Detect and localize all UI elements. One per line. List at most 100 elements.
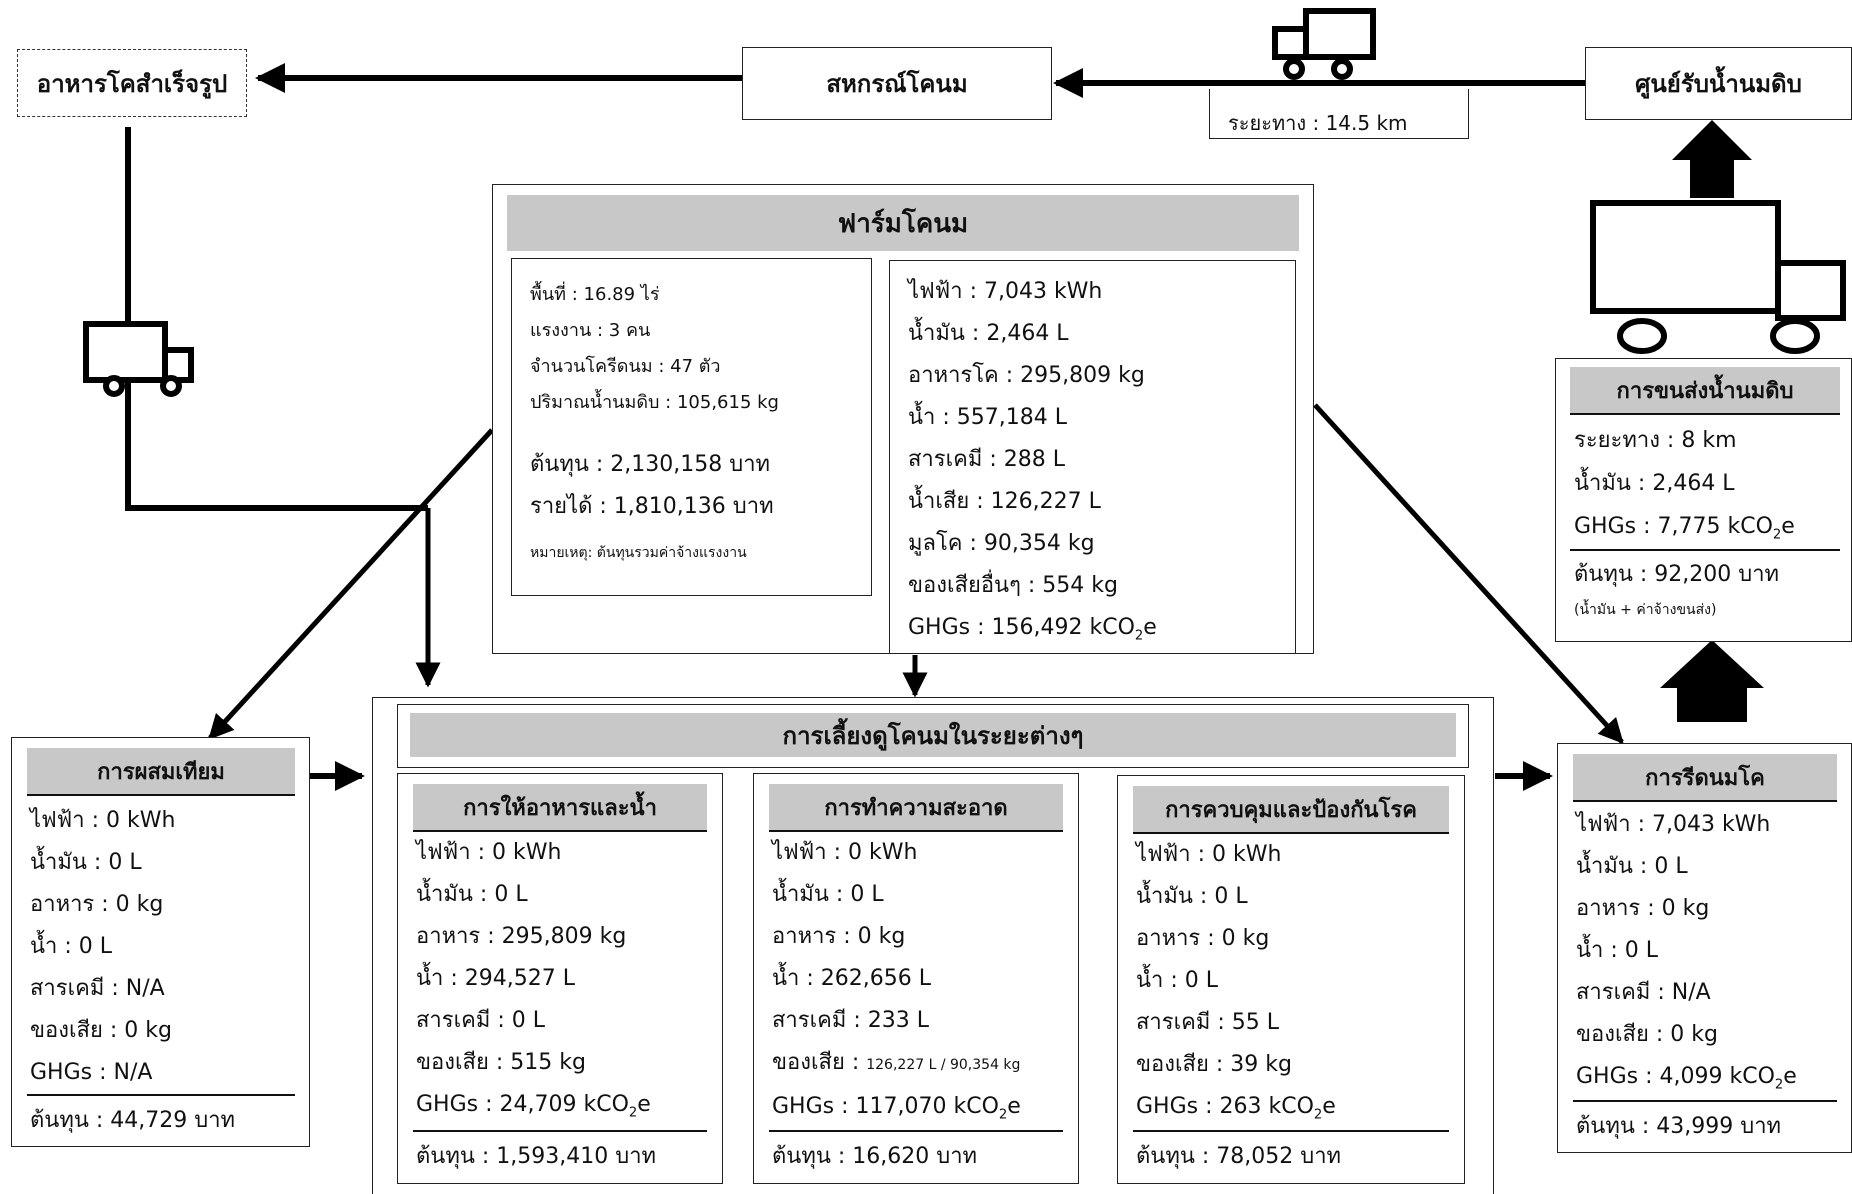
- feed-supply-line: [125, 127, 428, 511]
- milking-title: การรีดนมโค: [1573, 754, 1837, 802]
- transport-title-text: การขนส่งน้ำนมดิบ: [1616, 378, 1794, 404]
- milking-divider: [1573, 1100, 1837, 1102]
- insemination-title: การผสมเทียม: [27, 748, 295, 796]
- cleaning-ghg: GHGs : 117,070 kCO2e: [772, 1094, 1021, 1123]
- disease-title: การควบคุมและป้องกันโรค: [1133, 786, 1449, 834]
- distance-box: ระยะทาง : 14.5 km: [1209, 89, 1469, 139]
- cleaning-oil: น้ำมัน : 0 L: [772, 882, 884, 907]
- farm-other-waste: ของเสียอื่นๆ : 554 kg: [908, 573, 1118, 598]
- feeding-ghg: GHGs : 24,709 kCO2e: [416, 1092, 651, 1121]
- feeding-water: น้ำ : 294,527 L: [416, 966, 576, 991]
- milking-chemical: สารเคมี : N/A: [1576, 980, 1711, 1005]
- farm-finance-list: ต้นทุน : 2,130,158 บาท รายได้ : 1,810,13…: [530, 444, 774, 528]
- insemination-electricity: ไฟฟ้า : 0 kWh: [30, 808, 176, 833]
- feeding-feed: อาหาร : 295,809 kg: [416, 924, 627, 949]
- disease-electricity: ไฟฟ้า : 0 kWh: [1136, 842, 1282, 867]
- transport-cost-note-text: (น้ำมัน + ค่าจ้างขนส่ง): [1574, 602, 1717, 618]
- cleaning-box: การทำความสะอาด ไฟฟ้า : 0 kWh น้ำมัน : 0 …: [753, 773, 1079, 1184]
- cleaning-cost: ต้นทุน : 16,620 บาท: [772, 1136, 977, 1178]
- milking-ghg: GHGs : 4,099 kCO2e: [1576, 1064, 1797, 1093]
- farm-cows: จำนวนโครีดนม : 47 ตัว: [530, 356, 721, 377]
- milking-waste: ของเสีย : 0 kg: [1576, 1022, 1718, 1047]
- insemination-feed: อาหาร : 0 kg: [30, 892, 164, 917]
- milking-cost-text: ต้นทุน : 43,999 บาท: [1576, 1114, 1782, 1139]
- truck-icon: [1590, 200, 1846, 354]
- arrow-farm-to-insemination: [208, 428, 494, 740]
- farm-cost: ต้นทุน : 2,130,158 บาท: [530, 452, 771, 477]
- farm-info-list: พื้นที่ : 16.89 ไร่ แรงงาน : 3 คน จำนวนโ…: [530, 277, 779, 421]
- farm-title: ฟาร์มโคนม: [507, 195, 1299, 251]
- farm-oil: น้ำมัน : 2,464 L: [908, 321, 1069, 346]
- transport-ghg: GHGs : 7,775 kCO2e: [1574, 514, 1795, 543]
- cleaning-feed: อาหาร : 0 kg: [772, 924, 906, 949]
- farm-title-text: ฟาร์มโคนม: [837, 208, 969, 239]
- cleaning-water: น้ำ : 262,656 L: [772, 966, 932, 991]
- disease-chemical: สารเคมี : 55 L: [1136, 1010, 1279, 1035]
- insemination-chemical: สารเคมี : N/A: [30, 976, 165, 1001]
- milking-oil: น้ำมัน : 0 L: [1576, 854, 1688, 879]
- collection-center-label: ศูนย์รับน้ำนมดิบ: [1635, 70, 1802, 98]
- disease-cost-text: ต้นทุน : 78,052 บาท: [1136, 1144, 1342, 1169]
- disease-divider: [1133, 1130, 1449, 1132]
- feeding-electricity: ไฟฟ้า : 0 kWh: [416, 840, 562, 865]
- disease-cost: ต้นทุน : 78,052 บาท: [1136, 1136, 1341, 1178]
- disease-water: น้ำ : 0 L: [1136, 968, 1219, 993]
- coop-node: สหกรณ์โคนม: [742, 47, 1052, 120]
- farm-electricity: ไฟฟ้า : 7,043 kWh: [908, 279, 1103, 304]
- milking-list: ไฟฟ้า : 7,043 kWh น้ำมัน : 0 L อาหาร : 0…: [1576, 804, 1797, 1106]
- transport-divider: [1570, 549, 1840, 551]
- milking-electricity: ไฟฟ้า : 7,043 kWh: [1576, 812, 1771, 837]
- arrow-up-icon: [1660, 640, 1764, 722]
- disease-box: การควบคุมและป้องกันโรค ไฟฟ้า : 0 kWh น้ำ…: [1117, 775, 1465, 1184]
- truck-icon: [1272, 8, 1376, 80]
- feeding-oil: น้ำมัน : 0 L: [416, 882, 528, 907]
- insemination-cost-text: ต้นทุน : 44,729 บาท: [30, 1108, 236, 1133]
- feeding-title-text: การให้อาหารและน้ำ: [463, 795, 657, 821]
- transport-title: การขนส่งน้ำนมดิบ: [1570, 367, 1840, 415]
- farm-manure: มูลโค : 90,354 kg: [908, 531, 1095, 556]
- disease-list: ไฟฟ้า : 0 kWh น้ำมัน : 0 L อาหาร : 0 kg …: [1136, 834, 1336, 1136]
- feeding-title: การให้อาหารและน้ำ: [413, 784, 707, 832]
- milking-water: น้ำ : 0 L: [1576, 938, 1659, 963]
- feeding-chemical: สารเคมี : 0 L: [416, 1008, 545, 1033]
- farm-revenue: รายได้ : 1,810,136 บาท: [530, 494, 774, 519]
- coop-label: สหกรณ์โคนม: [826, 70, 968, 98]
- feeding-box: การให้อาหารและน้ำ ไฟฟ้า : 0 kWh น้ำมัน :…: [397, 773, 723, 1184]
- feeding-cost: ต้นทุน : 1,593,410 บาท: [416, 1136, 656, 1178]
- truck-icon: [83, 321, 194, 397]
- farm-area: พื้นที่ : 16.89 ไร่: [530, 284, 660, 305]
- disease-feed: อาหาร : 0 kg: [1136, 926, 1270, 951]
- cleaning-chemical: สารเคมี : 233 L: [772, 1008, 929, 1033]
- transport-cost-text: ต้นทุน : 92,200 บาท: [1574, 562, 1780, 587]
- arrow-up-icon: [1672, 120, 1752, 198]
- farm-water: น้ำ : 557,184 L: [908, 405, 1068, 430]
- insemination-ghg: GHGs : N/A: [30, 1060, 153, 1085]
- farm-inputs-list: ไฟฟ้า : 7,043 kWh น้ำมัน : 2,464 L อาหาร…: [908, 271, 1157, 657]
- cleaning-list: ไฟฟ้า : 0 kWh น้ำมัน : 0 L อาหาร : 0 kg …: [772, 832, 1021, 1136]
- ready-feed-label: อาหารโคสำเร็จรูป: [36, 69, 228, 98]
- farm-wastewater: น้ำเสีย : 126,227 L: [908, 489, 1101, 514]
- rearing-header-frame: การเลี้ยงดูโคนมในระยะต่างๆ: [397, 704, 1469, 768]
- disease-title-text: การควบคุมและป้องกันโรค: [1165, 797, 1417, 823]
- transport-cost: ต้นทุน : 92,200 บาท: [1574, 555, 1779, 595]
- farm-labor: แรงงาน : 3 คน: [530, 320, 651, 341]
- feeding-cost-text: ต้นทุน : 1,593,410 บาท: [416, 1144, 657, 1169]
- farm-ghg: GHGs : 156,492 kCO2e: [908, 615, 1157, 644]
- milking-feed: อาหาร : 0 kg: [1576, 896, 1710, 921]
- cleaning-electricity: ไฟฟ้า : 0 kWh: [772, 840, 918, 865]
- arrow-farm-to-milking: [1313, 403, 1624, 744]
- transport-cost-note: (น้ำมัน + ค่าจ้างขนส่ง): [1574, 599, 1716, 621]
- feeding-divider: [413, 1130, 707, 1132]
- cleaning-waste: ของเสีย : 126,227 L / 90,354 kg: [772, 1050, 1021, 1075]
- disease-ghg: GHGs : 263 kCO2e: [1136, 1094, 1336, 1123]
- insemination-divider: [27, 1094, 295, 1096]
- farm-feed: อาหารโค : 295,809 kg: [908, 363, 1145, 388]
- insemination-box: การผสมเทียม ไฟฟ้า : 0 kWh น้ำมัน : 0 L อ…: [11, 737, 310, 1147]
- cleaning-title: การทำความสะอาด: [769, 784, 1063, 832]
- rearing-title: การเลี้ยงดูโคนมในระยะต่างๆ: [410, 713, 1456, 757]
- farm-chemical: สารเคมี : 288 L: [908, 447, 1065, 472]
- transport-list: ระยะทาง : 8 km น้ำมัน : 2,464 L GHGs : 7…: [1574, 419, 1795, 556]
- rearing-title-text: การเลี้ยงดูโคนมในระยะต่างๆ: [782, 721, 1084, 750]
- milking-title-text: การรีดนมโค: [1645, 765, 1765, 791]
- disease-waste: ของเสีย : 39 kg: [1136, 1052, 1292, 1077]
